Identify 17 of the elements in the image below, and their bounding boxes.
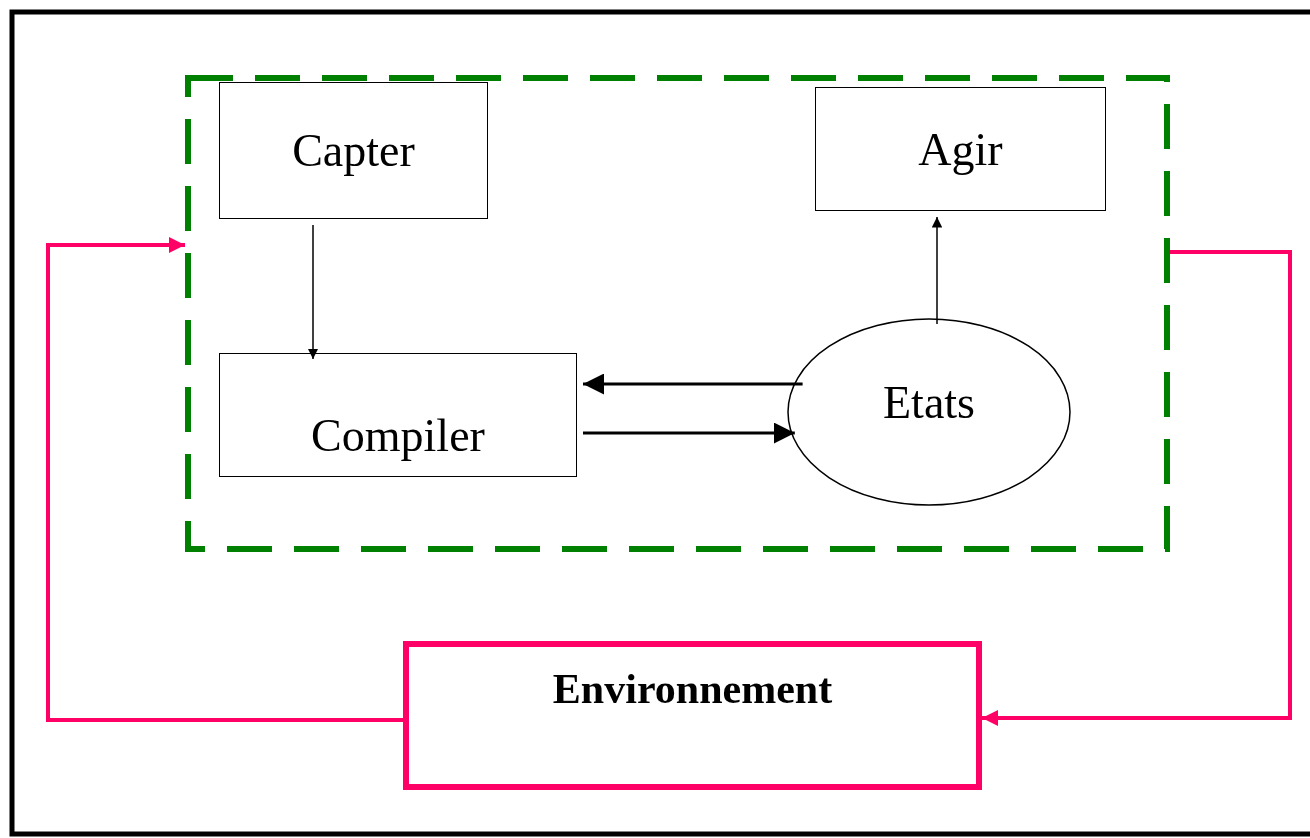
process-box — [815, 87, 1106, 211]
process-box — [219, 353, 577, 477]
arrow — [583, 373, 803, 395]
arrow — [46, 237, 403, 722]
arrow — [307, 224, 319, 360]
arrow — [583, 422, 795, 444]
state-ellipse — [787, 318, 1071, 506]
node-label: Compiler — [311, 408, 485, 462]
dashed-group-frame — [185, 75, 1170, 552]
node-label: Agir — [918, 122, 1003, 176]
process-box — [219, 82, 488, 219]
node-label: Etats — [883, 375, 975, 429]
node-label: Environnement — [552, 665, 833, 713]
arrow — [982, 250, 1292, 726]
arrow — [931, 216, 943, 325]
node-label: Capter — [292, 124, 415, 177]
environment-box — [403, 641, 982, 790]
